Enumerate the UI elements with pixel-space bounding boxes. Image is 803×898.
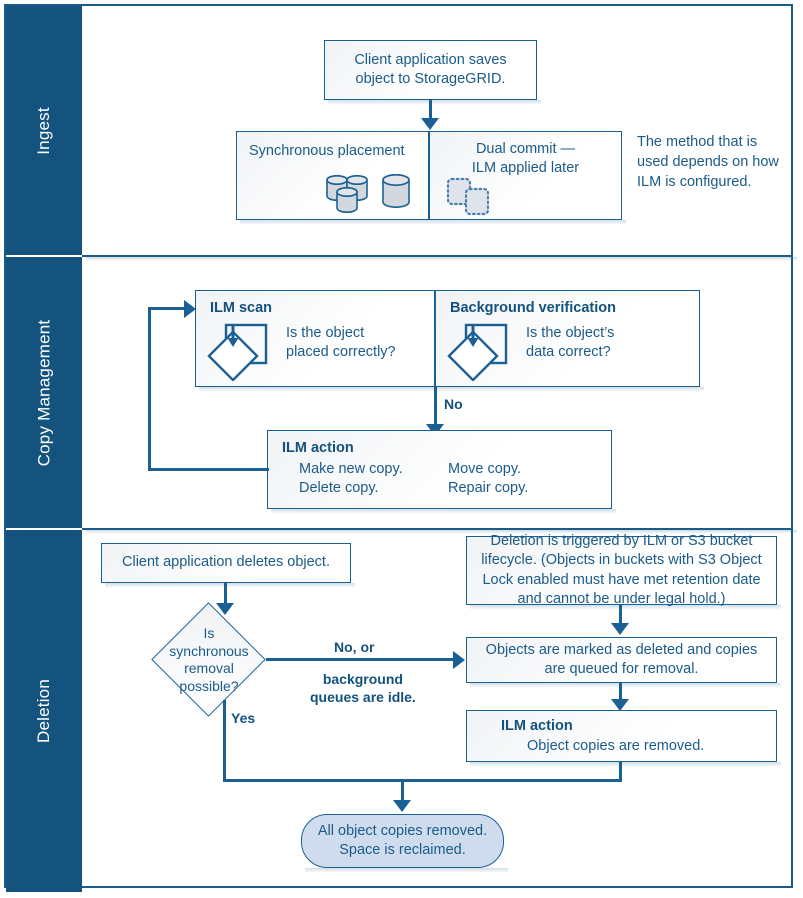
connector-loop-top xyxy=(148,307,186,310)
background-verification-box-surface: Background verification Is the object’s … xyxy=(435,290,700,387)
connector-no-down xyxy=(434,387,437,429)
arrow-terminator-head xyxy=(393,800,411,812)
edge-label-no-or: No, or xyxy=(334,639,375,655)
connector-terminator-down xyxy=(401,779,404,803)
copy-ilm-action-col2: Move copy. Repair copy. xyxy=(448,461,529,497)
edge-label-no: No xyxy=(444,396,463,412)
connector-ingest-down xyxy=(429,100,432,122)
ingest-client-save-label: Client application saves object to Stora… xyxy=(324,40,537,100)
ilm-scan-box: ILM scan Is the object placed correctly? xyxy=(195,290,439,392)
connector-yes-down xyxy=(223,700,226,781)
arrow-no-right-head xyxy=(453,651,465,669)
connector-ilm-action-down xyxy=(619,762,622,782)
lane-label-deletion-text: Deletion xyxy=(33,679,53,743)
lane-label-deletion: Deletion xyxy=(6,530,82,892)
arrow-marked-down-head xyxy=(611,699,629,711)
ingest-placement-strip: Synchronous placement Dual commit — ILM … xyxy=(236,131,626,225)
arrow-trigger-down-head xyxy=(611,623,629,635)
lane-label-ingest: Ingest xyxy=(6,6,82,255)
ingest-dual-commit-box: Dual commit — ILM applied later xyxy=(429,131,622,220)
deletion-ilm-action-box: ILM action Object copies are removed. xyxy=(466,710,781,767)
copy-ilm-action-surface: ILM action Make new copy. Delete copy. M… xyxy=(267,430,612,509)
ingest-synchronous-placement-label: Synchronous placement xyxy=(249,143,405,159)
connector-trigger-down xyxy=(619,605,622,627)
deletion-decision-label: Is synchronous removal possible? xyxy=(169,625,249,694)
deletion-terminator-label: All object copies removed. Space is recl… xyxy=(301,814,504,868)
copy-ilm-action-header: ILM action xyxy=(282,440,354,456)
connector-merge-horizontal xyxy=(402,779,622,782)
deletion-marked-box: Objects are marked as deleted and copies… xyxy=(466,637,781,688)
deletion-marked-label: Objects are marked as deleted and copies… xyxy=(466,637,777,683)
ilm-scan-question: Is the object placed correctly? xyxy=(286,325,396,361)
edge-label-background-queues: background queues are idle. xyxy=(310,671,416,706)
connector-loop-left xyxy=(148,308,151,471)
ilm-scan-box-surface: ILM scan Is the object placed correctly? xyxy=(195,290,435,387)
arrow-loop-head xyxy=(184,300,196,318)
arrow-ingest-down-head xyxy=(421,118,439,130)
background-verification-box: Background verification Is the object’s … xyxy=(435,290,704,392)
background-verification-question: Is the object’s data correct? xyxy=(526,325,615,361)
connector-yes-to-merge xyxy=(223,779,403,782)
copy-ilm-action-box: ILM action Make new copy. Delete copy. M… xyxy=(267,430,616,514)
connector-no-right xyxy=(266,658,456,661)
deletion-ilm-action-header: ILM action xyxy=(501,718,573,734)
connector-delete-down xyxy=(224,583,227,607)
lane-label-copy-management: Copy Management xyxy=(6,257,82,528)
lane-divider-1 xyxy=(82,255,797,261)
decision-flow-icon xyxy=(207,323,268,381)
deletion-terminator-box: All object copies removed. Space is recl… xyxy=(301,814,508,873)
decision-flow-icon xyxy=(447,323,508,381)
dotted-copies-icon xyxy=(446,177,490,216)
ingest-method-note: The method that is used depends on how I… xyxy=(637,134,779,190)
connector-marked-down xyxy=(619,683,622,703)
lane-label-copy-management-text: Copy Management xyxy=(34,319,54,466)
deletion-ilm-action-surface: ILM action Object copies are removed. xyxy=(466,710,777,762)
lane-divider-2 xyxy=(82,528,797,534)
deletion-ilm-action-body: Object copies are removed. xyxy=(527,738,705,754)
background-verification-header: Background verification xyxy=(450,300,616,316)
deletion-trigger-note-label: Deletion is triggered by ILM or S3 bucke… xyxy=(466,533,777,607)
deletion-client-delete-box: Client application deletes object. xyxy=(101,543,355,588)
ingest-client-save-box: Client application saves object to Stora… xyxy=(324,40,541,105)
storage-cylinders-icon xyxy=(326,174,410,213)
ingest-synchronous-placement-box: Synchronous placement xyxy=(236,131,429,220)
ilm-scan-header: ILM scan xyxy=(210,300,273,316)
lane-label-ingest-text: Ingest xyxy=(33,106,53,155)
edge-label-yes: Yes xyxy=(231,710,256,726)
connector-loop-bottom xyxy=(148,468,269,471)
copy-ilm-action-col1: Make new copy. Delete copy. xyxy=(299,461,403,497)
deletion-client-delete-label: Client application deletes object. xyxy=(101,543,351,583)
ingest-dual-commit-label: Dual commit — ILM applied later xyxy=(471,141,580,177)
arrow-delete-down-head xyxy=(216,603,234,615)
deletion-trigger-note-box: Deletion is triggered by ILM or S3 bucke… xyxy=(466,533,781,610)
